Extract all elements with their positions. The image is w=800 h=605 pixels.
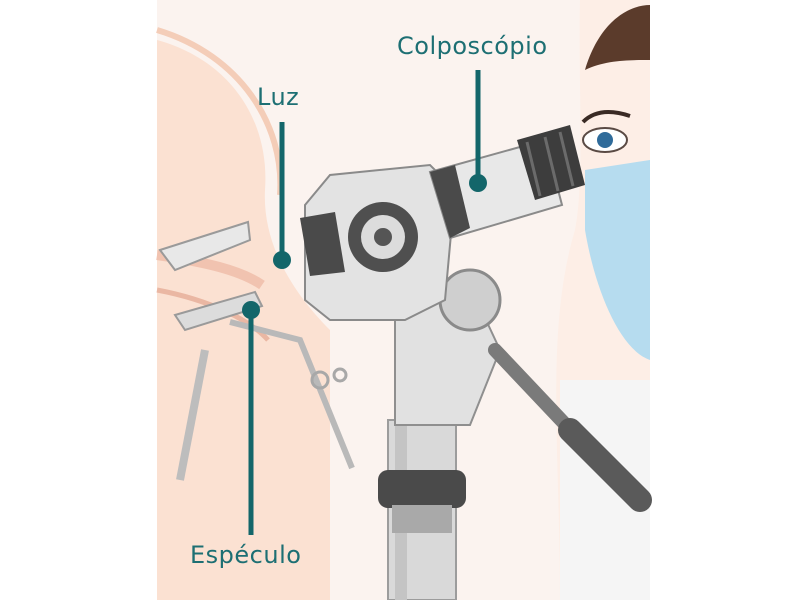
leader-dot-light — [273, 251, 291, 269]
label-speculum: Espéculo — [190, 541, 302, 569]
colposcope-instrument — [300, 125, 652, 601]
leader-lines — [242, 70, 487, 535]
leader-dot-speculum — [242, 301, 260, 319]
doctor-figure — [556, 0, 650, 600]
leader-dot-colposcopy — [469, 174, 487, 192]
label-colposcopy: Colposcópio — [397, 32, 548, 60]
label-light: Luz — [257, 83, 300, 111]
speculum-instrument — [158, 220, 355, 481]
